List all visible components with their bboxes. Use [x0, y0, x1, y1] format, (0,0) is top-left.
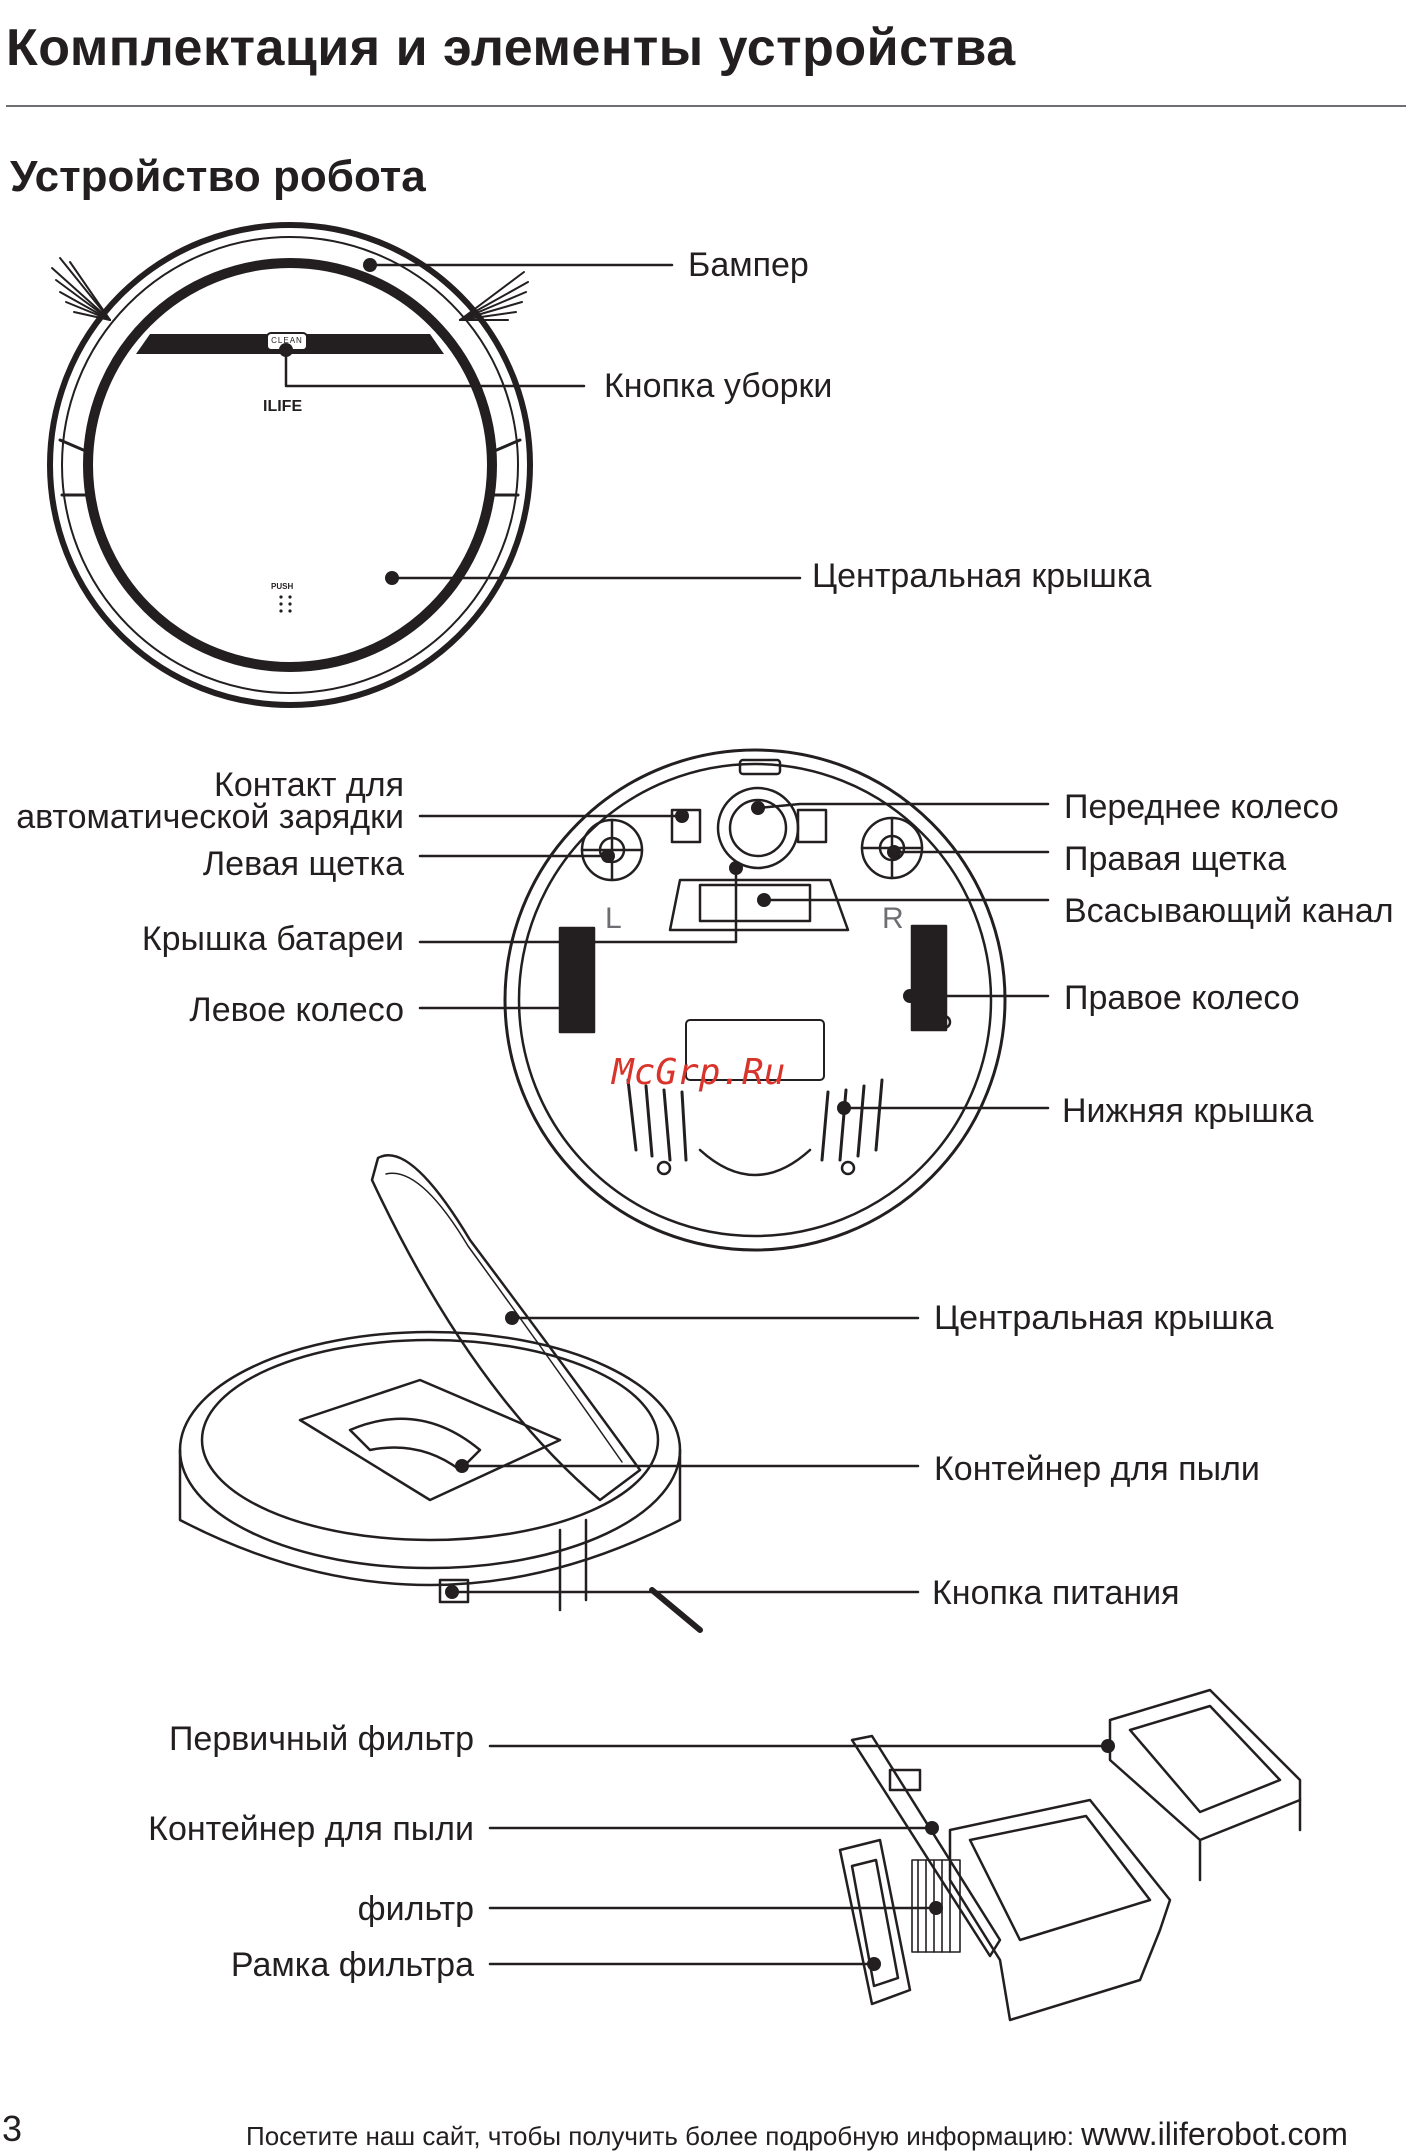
push-text: PUSH: [271, 582, 294, 591]
label-front-wheel: Переднее колесо: [1064, 788, 1339, 826]
robot-bottom-view: [503, 748, 1007, 1252]
page-number: 3: [2, 2108, 23, 2149]
label-charge-contact-line2: автоматической зарядки: [16, 798, 404, 836]
label-suction-channel: Всасывающий канал: [1064, 892, 1394, 930]
title-divider: [6, 105, 1406, 107]
label-clean-button: Кнопка уборки: [604, 367, 833, 405]
right-marker: R: [882, 902, 904, 935]
left-marker: L: [605, 902, 622, 935]
label-dust-bin-open: Контейнер для пыли: [934, 1450, 1260, 1488]
label-primary-filter: Первичный фильтр: [168, 1720, 474, 1758]
leader-dots: [279, 258, 1115, 1971]
footer-text: Посетите наш сайт, чтобы получить более …: [246, 2116, 1348, 2153]
label-bottom-cover: Нижняя крышка: [1062, 1092, 1314, 1130]
label-filter: фильтр: [357, 1890, 474, 1928]
right-side-brush: [459, 271, 529, 321]
label-power-button: Кнопка питания: [932, 1574, 1180, 1612]
label-central-cover-open: Центральная крышка: [934, 1299, 1274, 1337]
label-right-wheel: Правое колесо: [1064, 979, 1300, 1017]
label-filter-frame: Рамка фильтра: [230, 1946, 474, 1984]
label-left-brush: Левая щетка: [202, 845, 404, 883]
left-side-brush: [51, 257, 111, 321]
section-subtitle: Устройство робота: [10, 152, 426, 201]
label-charge-contact-line1: Контакт для: [214, 766, 404, 804]
dust-bin-exploded-view: [838, 1688, 1302, 2022]
footer-caption: Посетите наш сайт, чтобы получить более …: [246, 2121, 1074, 2151]
label-right-brush: Правая щетка: [1064, 840, 1287, 878]
label-bumper: Бампер: [688, 246, 809, 284]
leader-lines: [284, 263, 1110, 1966]
clean-button-text: CLEAN: [271, 336, 303, 345]
robot-open-view: [178, 1154, 703, 1633]
label-central-cover-top: Центральная крышка: [812, 557, 1152, 595]
label-left-wheel: Левое колесо: [189, 991, 404, 1029]
label-dust-bin-parts: Контейнер для пыли: [148, 1810, 474, 1848]
footer-website-link[interactable]: www.iliferobot.com: [1081, 2116, 1348, 2152]
label-battery-cover: Крышка батареи: [141, 920, 404, 958]
page-title: Комплектация и элементы устройства: [6, 19, 1016, 77]
watermark-text: McGrp.Ru: [612, 1052, 786, 1093]
brand-logo: ILIFE: [263, 398, 303, 415]
robot-top-view: [47, 222, 533, 708]
